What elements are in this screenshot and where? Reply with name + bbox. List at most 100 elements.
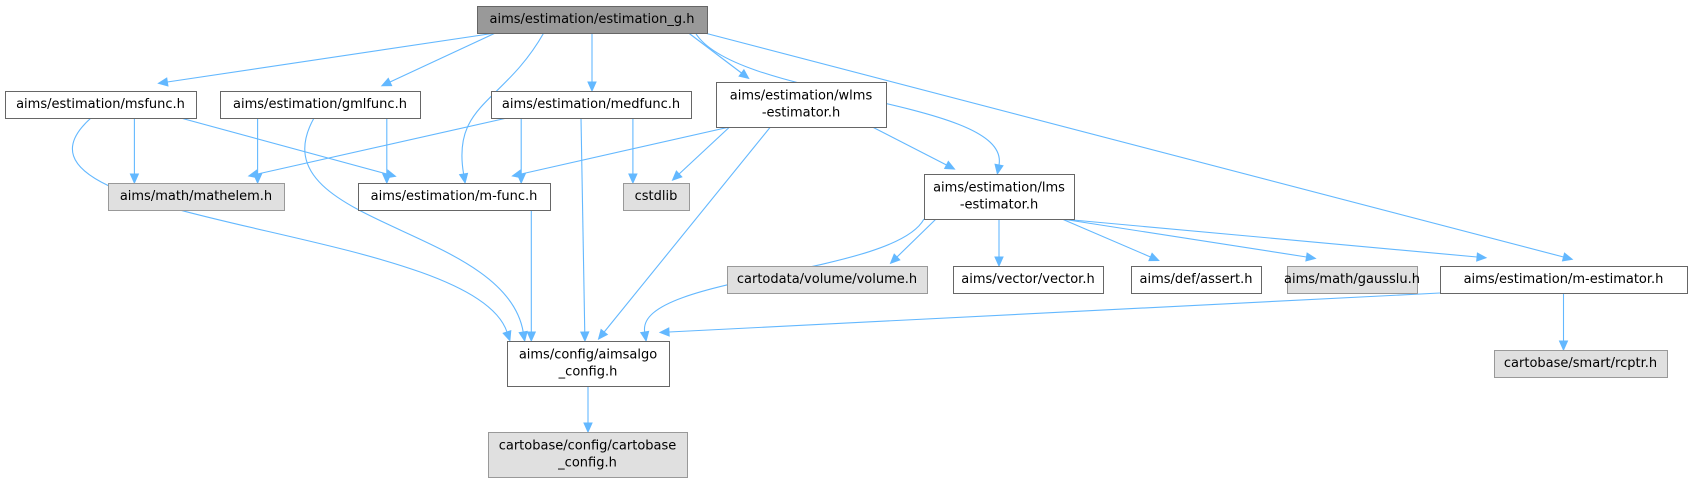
edge-line bbox=[180, 117, 387, 175]
node-label: aims/estimation/estimation_g.h bbox=[490, 12, 695, 27]
node-box bbox=[1494, 350, 1668, 378]
node-label: aims/estimation/wlms bbox=[730, 89, 873, 104]
edge-line bbox=[389, 32, 496, 83]
node-box bbox=[477, 6, 708, 34]
node-mfunc[interactable]: aims/estimation/m-func.h bbox=[358, 183, 551, 211]
node-box bbox=[924, 174, 1075, 220]
node-mestimator[interactable]: aims/estimation/m-estimator.h bbox=[1440, 266, 1688, 294]
arrowhead bbox=[1476, 252, 1488, 262]
arrowhead bbox=[639, 330, 650, 343]
edge-msfunc-to-mfunc bbox=[180, 117, 397, 179]
edge-lms-to-gausslu bbox=[1061, 218, 1317, 262]
edge-mestimator-to-rcptr bbox=[1558, 293, 1569, 352]
edge-estimation_g-to-mfunc bbox=[458, 32, 545, 185]
edge-medfunc-to-mathelem bbox=[247, 117, 508, 179]
node-box bbox=[108, 183, 285, 211]
node-mathelem[interactable]: aims/math/mathelem.h bbox=[108, 183, 285, 211]
node-box bbox=[5, 91, 197, 119]
node-volume[interactable]: cartodata/volume/volume.h bbox=[727, 266, 928, 294]
arrowhead bbox=[129, 173, 140, 185]
edge-lms-to-volume bbox=[889, 218, 937, 265]
node-box bbox=[491, 91, 692, 119]
arrowhead bbox=[889, 253, 901, 265]
edge-line bbox=[668, 292, 1441, 333]
arrowhead bbox=[671, 170, 683, 181]
arrowhead bbox=[738, 68, 750, 80]
node-label: cartobase/config/cartobase bbox=[499, 439, 677, 454]
arrowhead bbox=[511, 169, 523, 179]
edge-line bbox=[167, 32, 496, 83]
edge-wlms-to-aimsalgo bbox=[597, 126, 771, 340]
node-lms[interactable]: aims/estimation/lms-estimator.h bbox=[924, 174, 1075, 220]
edge-line bbox=[521, 126, 730, 175]
arrowhead bbox=[157, 77, 169, 87]
node-label: aims/estimation/msfunc.h bbox=[16, 97, 185, 112]
node-assert[interactable]: aims/def/assert.h bbox=[1131, 266, 1262, 294]
node-label: _config.h bbox=[557, 456, 617, 471]
edge-mfunc-to-aimsalgo bbox=[526, 210, 537, 343]
edge-line bbox=[461, 32, 545, 175]
edge-msfunc-to-aimsalgo bbox=[71, 117, 512, 342]
node-estimation_g[interactable]: aims/estimation/estimation_g.h bbox=[477, 6, 708, 34]
node-box bbox=[358, 183, 551, 211]
edge-wlms-to-lms bbox=[872, 126, 956, 170]
edge-line bbox=[688, 32, 742, 74]
edge-aimsalgo-to-cartobase bbox=[583, 386, 593, 434]
arrowhead bbox=[583, 422, 593, 434]
edge-medfunc-to-aimsalgo bbox=[579, 117, 590, 343]
arrowhead bbox=[994, 163, 1004, 176]
edge-line bbox=[580, 117, 586, 333]
edge-estimation_g-to-msfunc bbox=[157, 32, 496, 87]
edge-gmlfunc-to-aimsalgo bbox=[304, 117, 528, 343]
edge-medfunc-to-cstdlib bbox=[628, 118, 638, 185]
arrowhead bbox=[1561, 252, 1574, 262]
node-msfunc[interactable]: aims/estimation/msfunc.h bbox=[5, 91, 197, 119]
node-label: aims/estimation/m-func.h bbox=[371, 189, 538, 204]
node-cartobase[interactable]: cartobase/config/cartobase _config.h bbox=[488, 432, 688, 478]
arrowhead bbox=[526, 331, 537, 343]
node-box bbox=[727, 266, 928, 294]
node-gausslu[interactable]: aims/math/gausslu.h bbox=[1284, 266, 1420, 294]
edge-wlms-to-cstdlib bbox=[671, 126, 730, 181]
arrowhead bbox=[518, 330, 528, 343]
node-box bbox=[1440, 266, 1688, 294]
edge-lms-to-vector bbox=[994, 219, 1004, 268]
node-box bbox=[507, 341, 670, 387]
node-label: -estimator.h bbox=[960, 198, 1038, 213]
node-box bbox=[1287, 266, 1418, 294]
node-label: _config.h bbox=[558, 365, 618, 380]
arrowhead bbox=[1148, 252, 1160, 262]
edges-layer bbox=[71, 32, 1574, 434]
edge-lms-to-assert bbox=[1061, 218, 1160, 262]
node-label: aims/math/mathelem.h bbox=[120, 189, 272, 204]
node-wlms[interactable]: aims/estimation/wlms-estimator.h bbox=[716, 82, 887, 128]
edge-line bbox=[304, 117, 524, 333]
node-label: aims/estimation/m-estimator.h bbox=[1464, 272, 1664, 287]
node-label: aims/estimation/gmlfunc.h bbox=[233, 97, 407, 112]
node-vector[interactable]: aims/vector/vector.h bbox=[953, 266, 1104, 294]
arrowhead bbox=[247, 169, 260, 179]
edge-line bbox=[678, 126, 730, 175]
edge-msfunc-to-mathelem bbox=[129, 118, 140, 185]
node-box bbox=[1131, 266, 1262, 294]
node-label: cartobase/smart/rcptr.h bbox=[1504, 356, 1657, 371]
node-gmlfunc[interactable]: aims/estimation/gmlfunc.h bbox=[220, 91, 421, 119]
node-aimsalgo[interactable]: aims/config/aimsalgo _config.h bbox=[507, 341, 670, 387]
node-box bbox=[953, 266, 1104, 294]
edge-estimation_g-to-gmlfunc bbox=[380, 32, 496, 87]
node-cstdlib[interactable]: cstdlib bbox=[623, 183, 690, 211]
arrowhead bbox=[658, 327, 670, 337]
node-rcptr[interactable]: cartobase/smart/rcptr.h bbox=[1494, 350, 1668, 378]
node-label: cstdlib bbox=[635, 189, 678, 204]
arrowhead bbox=[587, 81, 597, 93]
edge-mestimator-to-aimsalgo bbox=[658, 292, 1441, 337]
node-label: aims/config/aimsalgo bbox=[519, 348, 657, 363]
edge-estimation_g-to-mestimator bbox=[704, 32, 1574, 262]
edge-line bbox=[1061, 218, 1151, 258]
node-medfunc[interactable]: aims/estimation/medfunc.h bbox=[491, 91, 692, 119]
edge-line bbox=[1061, 218, 1478, 258]
arrowhead bbox=[502, 330, 512, 342]
edge-lms-to-mestimator bbox=[1061, 218, 1488, 262]
node-box bbox=[220, 91, 421, 119]
